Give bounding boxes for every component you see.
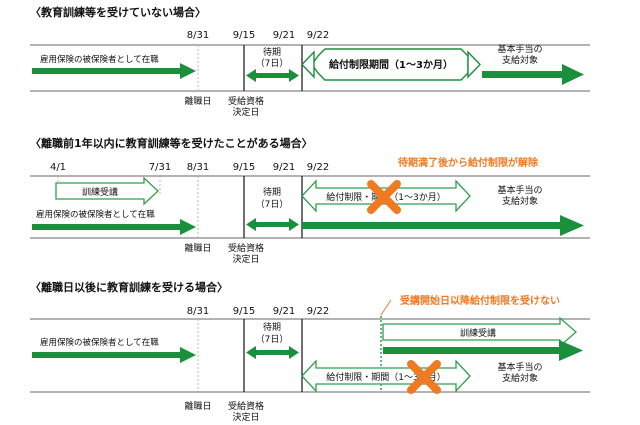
eligibility-label-2: 決定日: [232, 411, 259, 423]
section-2-heading: 〈離職前1年以内に教育訓練等を受けたことがある場合〉: [30, 136, 313, 150]
waiting-arrow: [246, 69, 299, 82]
cross-icon: [407, 360, 441, 394]
waiting-days-label: （7日）: [256, 199, 289, 210]
date-label: 9/22: [307, 306, 329, 317]
date-label: 9/15: [233, 30, 255, 41]
restriction-arrow-right-head: [467, 50, 481, 79]
date-label: 9/21: [273, 306, 295, 317]
section-3: 〈離職日以後に教育訓練を受ける場合〉 8/31 9/15 9/21 9/22 受…: [30, 280, 590, 423]
waiting-label: 待期: [263, 46, 281, 58]
training-arrow: [55, 176, 159, 206]
restriction-arrow-left-head: [301, 50, 315, 79]
date-label: 9/15: [233, 306, 255, 317]
benefit-arrow: [383, 340, 583, 361]
employment-label: 雇用保険の被保険者として在職: [40, 54, 159, 65]
date-label: 8/31: [187, 162, 209, 173]
benefit-label-2: 支給対象: [502, 372, 538, 384]
eligibility-label: 受給資格: [228, 242, 264, 254]
benefit-label-2: 支給対象: [502, 54, 538, 66]
waiting-arrow: [246, 346, 299, 359]
employment-label: 雇用保険の被保険者として在職: [40, 337, 159, 348]
benefit-label: 基本手当の: [497, 361, 542, 373]
benefit-label: 基本手当の: [497, 184, 542, 196]
section-1-heading: 〈教育訓練等を受けていない場合〉: [30, 5, 206, 19]
eligibility-label: 受給資格: [228, 400, 264, 412]
separation-day-label: 離職日: [184, 400, 211, 412]
eligibility-label-2: 決定日: [232, 106, 259, 118]
section-2: 〈離職前1年以内に教育訓練等を受けたことがある場合〉 4/1 7/31 8/31…: [30, 136, 590, 265]
training-label: 訓練受講: [82, 186, 118, 198]
waiting-label: 待期: [263, 321, 281, 333]
separation-day-label: 離職日: [184, 95, 211, 107]
cross-icon: [367, 180, 401, 214]
benefit-arrow: [302, 215, 584, 236]
date-label: 9/22: [307, 162, 329, 173]
no-restriction-notice: 受講開始日以降給付制限を受けない: [400, 294, 560, 307]
employment-label: 雇用保険の被保険者として在職: [36, 209, 155, 220]
waiting-arrow: [246, 218, 299, 231]
date-label: 8/31: [187, 30, 209, 41]
date-label: 9/15: [233, 162, 255, 173]
date-label: 4/1: [50, 162, 66, 173]
date-label: 7/31: [149, 162, 171, 173]
notice-leader-line: [380, 299, 392, 316]
restriction-label: 給付制限期間（1～3か月）: [329, 58, 453, 71]
release-notice: 待期満了後から給付制限が解除: [398, 156, 539, 169]
benefit-label-2: 支給対象: [502, 195, 538, 207]
date-label: 9/21: [273, 162, 295, 173]
section-1: 〈教育訓練等を受けていない場合〉 8/31 9/15 9/21 9/22 雇用保…: [30, 5, 590, 118]
benefit-arrow: [482, 64, 584, 85]
waiting-days-label: （7日）: [256, 334, 289, 345]
employment-arrow: [32, 219, 196, 235]
training-arrow: [382, 316, 577, 348]
date-label: 8/31: [187, 306, 209, 317]
employment-arrow: [32, 63, 196, 79]
date-label: 9/21: [273, 30, 295, 41]
employment-arrow: [32, 347, 196, 363]
waiting-days-label: （7日）: [256, 58, 289, 69]
training-label: 訓練受講: [460, 327, 496, 339]
eligibility-label-2: 決定日: [232, 253, 259, 265]
section-3-heading: 〈離職日以後に教育訓練を受ける場合〉: [30, 280, 228, 294]
waiting-label: 待期: [263, 186, 281, 198]
eligibility-label: 受給資格: [228, 95, 264, 107]
benefit-label: 基本手当の: [497, 43, 542, 55]
separation-day-label: 離職日: [184, 242, 211, 254]
date-label: 9/22: [307, 30, 329, 41]
restriction-period-arrow: [311, 48, 469, 81]
